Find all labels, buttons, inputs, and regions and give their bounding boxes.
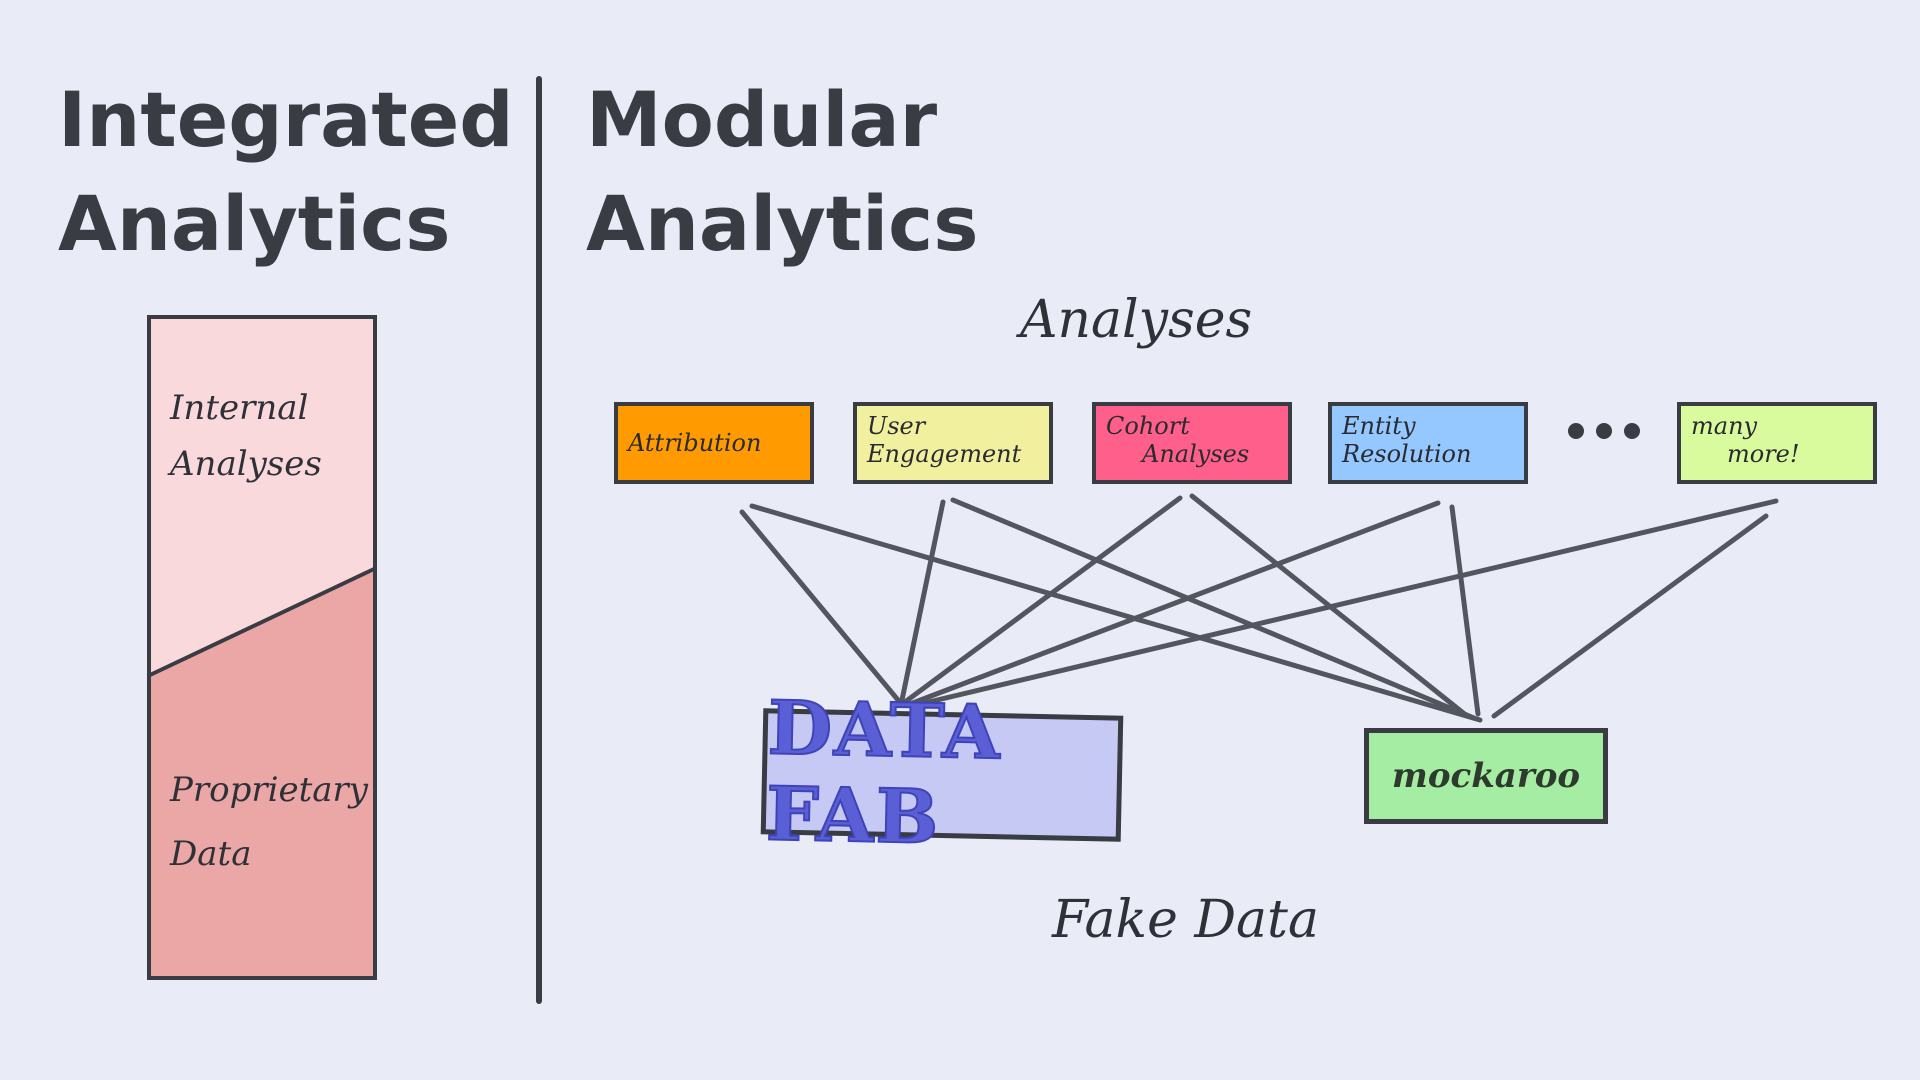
card-label-line-2: Analyses [1142,440,1250,468]
analyses-heading: Analyses [1020,290,1253,350]
stack-box-outline [147,315,377,980]
region-split-line [149,567,375,677]
proprietary-data-label: Proprietary Data [170,758,370,886]
link-entity-mockaroo [1449,504,1481,717]
link-entity-datafab [907,500,1441,707]
integrated-analytics-title: Integrated Analytics [58,68,514,276]
analysis-card-entity-resolution: Entity Resolution [1328,402,1528,484]
fake-data-heading: Fake Data [1052,890,1319,950]
link-attribution-datafab [739,509,901,703]
card-label-line-2: Resolution [1342,440,1472,468]
title-line-2: Analytics [58,179,451,268]
integrated-stack-box [147,315,377,980]
card-label-line-1: User [867,412,926,440]
proprietary-data-region [150,569,374,977]
ellipsis-dots [1568,423,1640,439]
card-label-line-1: Entity [1342,412,1416,440]
link-cohort-datafab [902,495,1183,705]
datafab-source-box: DATA FAB [760,684,1124,862]
mockaroo-logo: mockaroo [1391,756,1581,796]
label-line-1: Internal [170,388,309,428]
title-line-1: Integrated [58,75,514,164]
title-line-2: Analytics [586,179,979,268]
internal-analyses-region [150,318,374,675]
internal-analyses-label: Internal Analyses [170,380,370,492]
card-label-line-1: Cohort [1106,412,1190,440]
link-engagement-datafab [899,499,946,703]
link-more-mockaroo [1491,513,1769,719]
label-line-2: Analyses [170,444,322,484]
link-more-datafab [909,498,1779,709]
vertical-divider [536,76,542,1004]
link-engagement-mockaroo [950,497,1477,721]
link-attribution-mockaroo [749,503,1483,723]
card-label-line-2: more! [1727,440,1800,468]
label-line-1: Proprietary [170,770,369,810]
datafab-logo: DATA FAB [764,684,1004,862]
dot [1624,423,1640,439]
card-label-line-2: Engagement [867,440,1022,468]
dot [1596,423,1612,439]
dot [1568,423,1584,439]
analysis-card-many-more: many more! [1677,402,1877,484]
modular-analytics-title: Modular Analytics [586,68,978,276]
title-line-1: Modular [586,75,938,164]
analysis-card-cohort-analyses: Cohort Analyses [1092,402,1292,484]
card-label: Attribution [628,429,762,457]
mockaroo-source-box: mockaroo [1364,728,1608,824]
label-line-2: Data [170,834,252,874]
analysis-card-attribution: Attribution [614,402,814,484]
card-label-line-1: many [1691,412,1758,440]
analysis-card-user-engagement: User Engagement [853,402,1053,484]
